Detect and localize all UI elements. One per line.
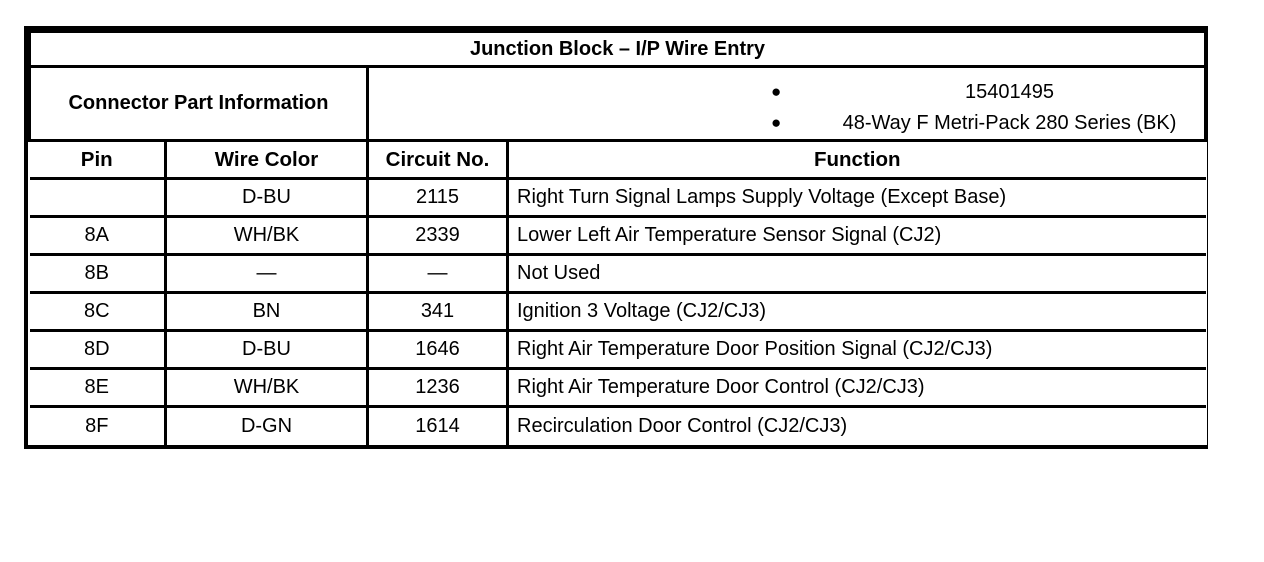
cell-pin: 8E <box>29 367 167 408</box>
page-title: Junction Block – I/P Wire Entry <box>27 30 1208 68</box>
cell-function: Ignition 3 Voltage (CJ2/CJ3) <box>505 291 1206 332</box>
cell-function: Lower Left Air Temperature Sensor Signal… <box>505 215 1206 256</box>
connector-part-description: 48-Way F Metri-Pack 280 Series (BK) <box>842 112 1177 134</box>
title-row: Junction Block – I/P Wire Entry <box>27 30 1208 68</box>
bullet-icon: ● <box>771 113 782 132</box>
column-header-circuit-no: Circuit No. <box>366 139 509 180</box>
cell-wire-color: D-BU <box>164 329 369 370</box>
column-header-pin: Pin <box>29 139 167 180</box>
cell-function: Right Turn Signal Lamps Supply Voltage (… <box>505 177 1206 218</box>
cell-function: Not Used <box>505 253 1206 294</box>
cell-pin: 8A <box>29 215 167 256</box>
cell-function: Recirculation Door Control (CJ2/CJ3) <box>505 405 1206 445</box>
cell-circuit-no: 1614 <box>366 405 509 445</box>
cell-pin: 8C <box>29 291 167 332</box>
table-row: 8A WH/BK 2339 Lower Left Air Temperature… <box>29 215 1206 256</box>
table-row: 8D D-BU 1646 Right Air Temperature Door … <box>29 329 1206 370</box>
cell-circuit-no: 341 <box>366 291 509 332</box>
cell-wire-color: — <box>164 253 369 294</box>
list-item: ● 48-Way F Metri-Pack 280 Series (BK) <box>375 108 1198 139</box>
cell-pin: 8B <box>29 253 167 294</box>
column-header-function: Function <box>505 139 1206 180</box>
cell-circuit-no: 1646 <box>366 329 509 370</box>
cell-wire-color: BN <box>164 291 369 332</box>
column-header-wire-color: Wire Color <box>164 139 369 180</box>
list-item: ● 15401495 <box>375 77 1198 108</box>
cell-wire-color: D-GN <box>164 405 369 445</box>
connector-part-number: 15401495 <box>965 81 1054 103</box>
cell-circuit-no: — <box>366 253 509 294</box>
cell-wire-color: WH/BK <box>164 367 369 408</box>
cell-wire-color: WH/BK <box>164 215 369 256</box>
cell-circuit-no: 1236 <box>366 367 509 408</box>
connector-part-list: ● 15401495 ● 48-Way F Metri-Pack 280 Ser… <box>375 68 1198 139</box>
cell-pin <box>29 177 167 218</box>
bullet-icon: ● <box>771 82 782 101</box>
connector-part-information-label: Connector Part Information <box>28 65 369 142</box>
cell-circuit-no: 2115 <box>366 177 509 218</box>
table-row: 8F D-GN 1614 Recirculation Door Control … <box>29 405 1206 445</box>
cell-wire-color: D-BU <box>164 177 369 218</box>
cell-function: Right Air Temperature Door Control (CJ2/… <box>505 367 1206 408</box>
table-row: 8C BN 341 Ignition 3 Voltage (CJ2/CJ3) <box>29 291 1206 332</box>
table-row: 8B — — Not Used <box>29 253 1206 294</box>
cell-pin: 8D <box>29 329 167 370</box>
table-row: D-BU 2115 Right Turn Signal Lamps Supply… <box>29 177 1206 218</box>
cell-function: Right Air Temperature Door Position Sign… <box>505 329 1206 370</box>
wire-entry-table-sheet: Junction Block – I/P Wire Entry Connecto… <box>24 26 1208 449</box>
cell-circuit-no: 2339 <box>366 215 509 256</box>
connector-part-information-values: ● 15401495 ● 48-Way F Metri-Pack 280 Ser… <box>365 65 1208 142</box>
table-row: 8E WH/BK 1236 Right Air Temperature Door… <box>29 367 1206 408</box>
junction-block-wire-table: Junction Block – I/P Wire Entry Connecto… <box>27 30 1208 445</box>
connector-information-row: Connector Part Information ● 15401495 ● … <box>28 65 1208 142</box>
column-header-row: Pin Wire Color Circuit No. Function <box>29 139 1206 180</box>
cell-pin: 8F <box>29 405 167 445</box>
